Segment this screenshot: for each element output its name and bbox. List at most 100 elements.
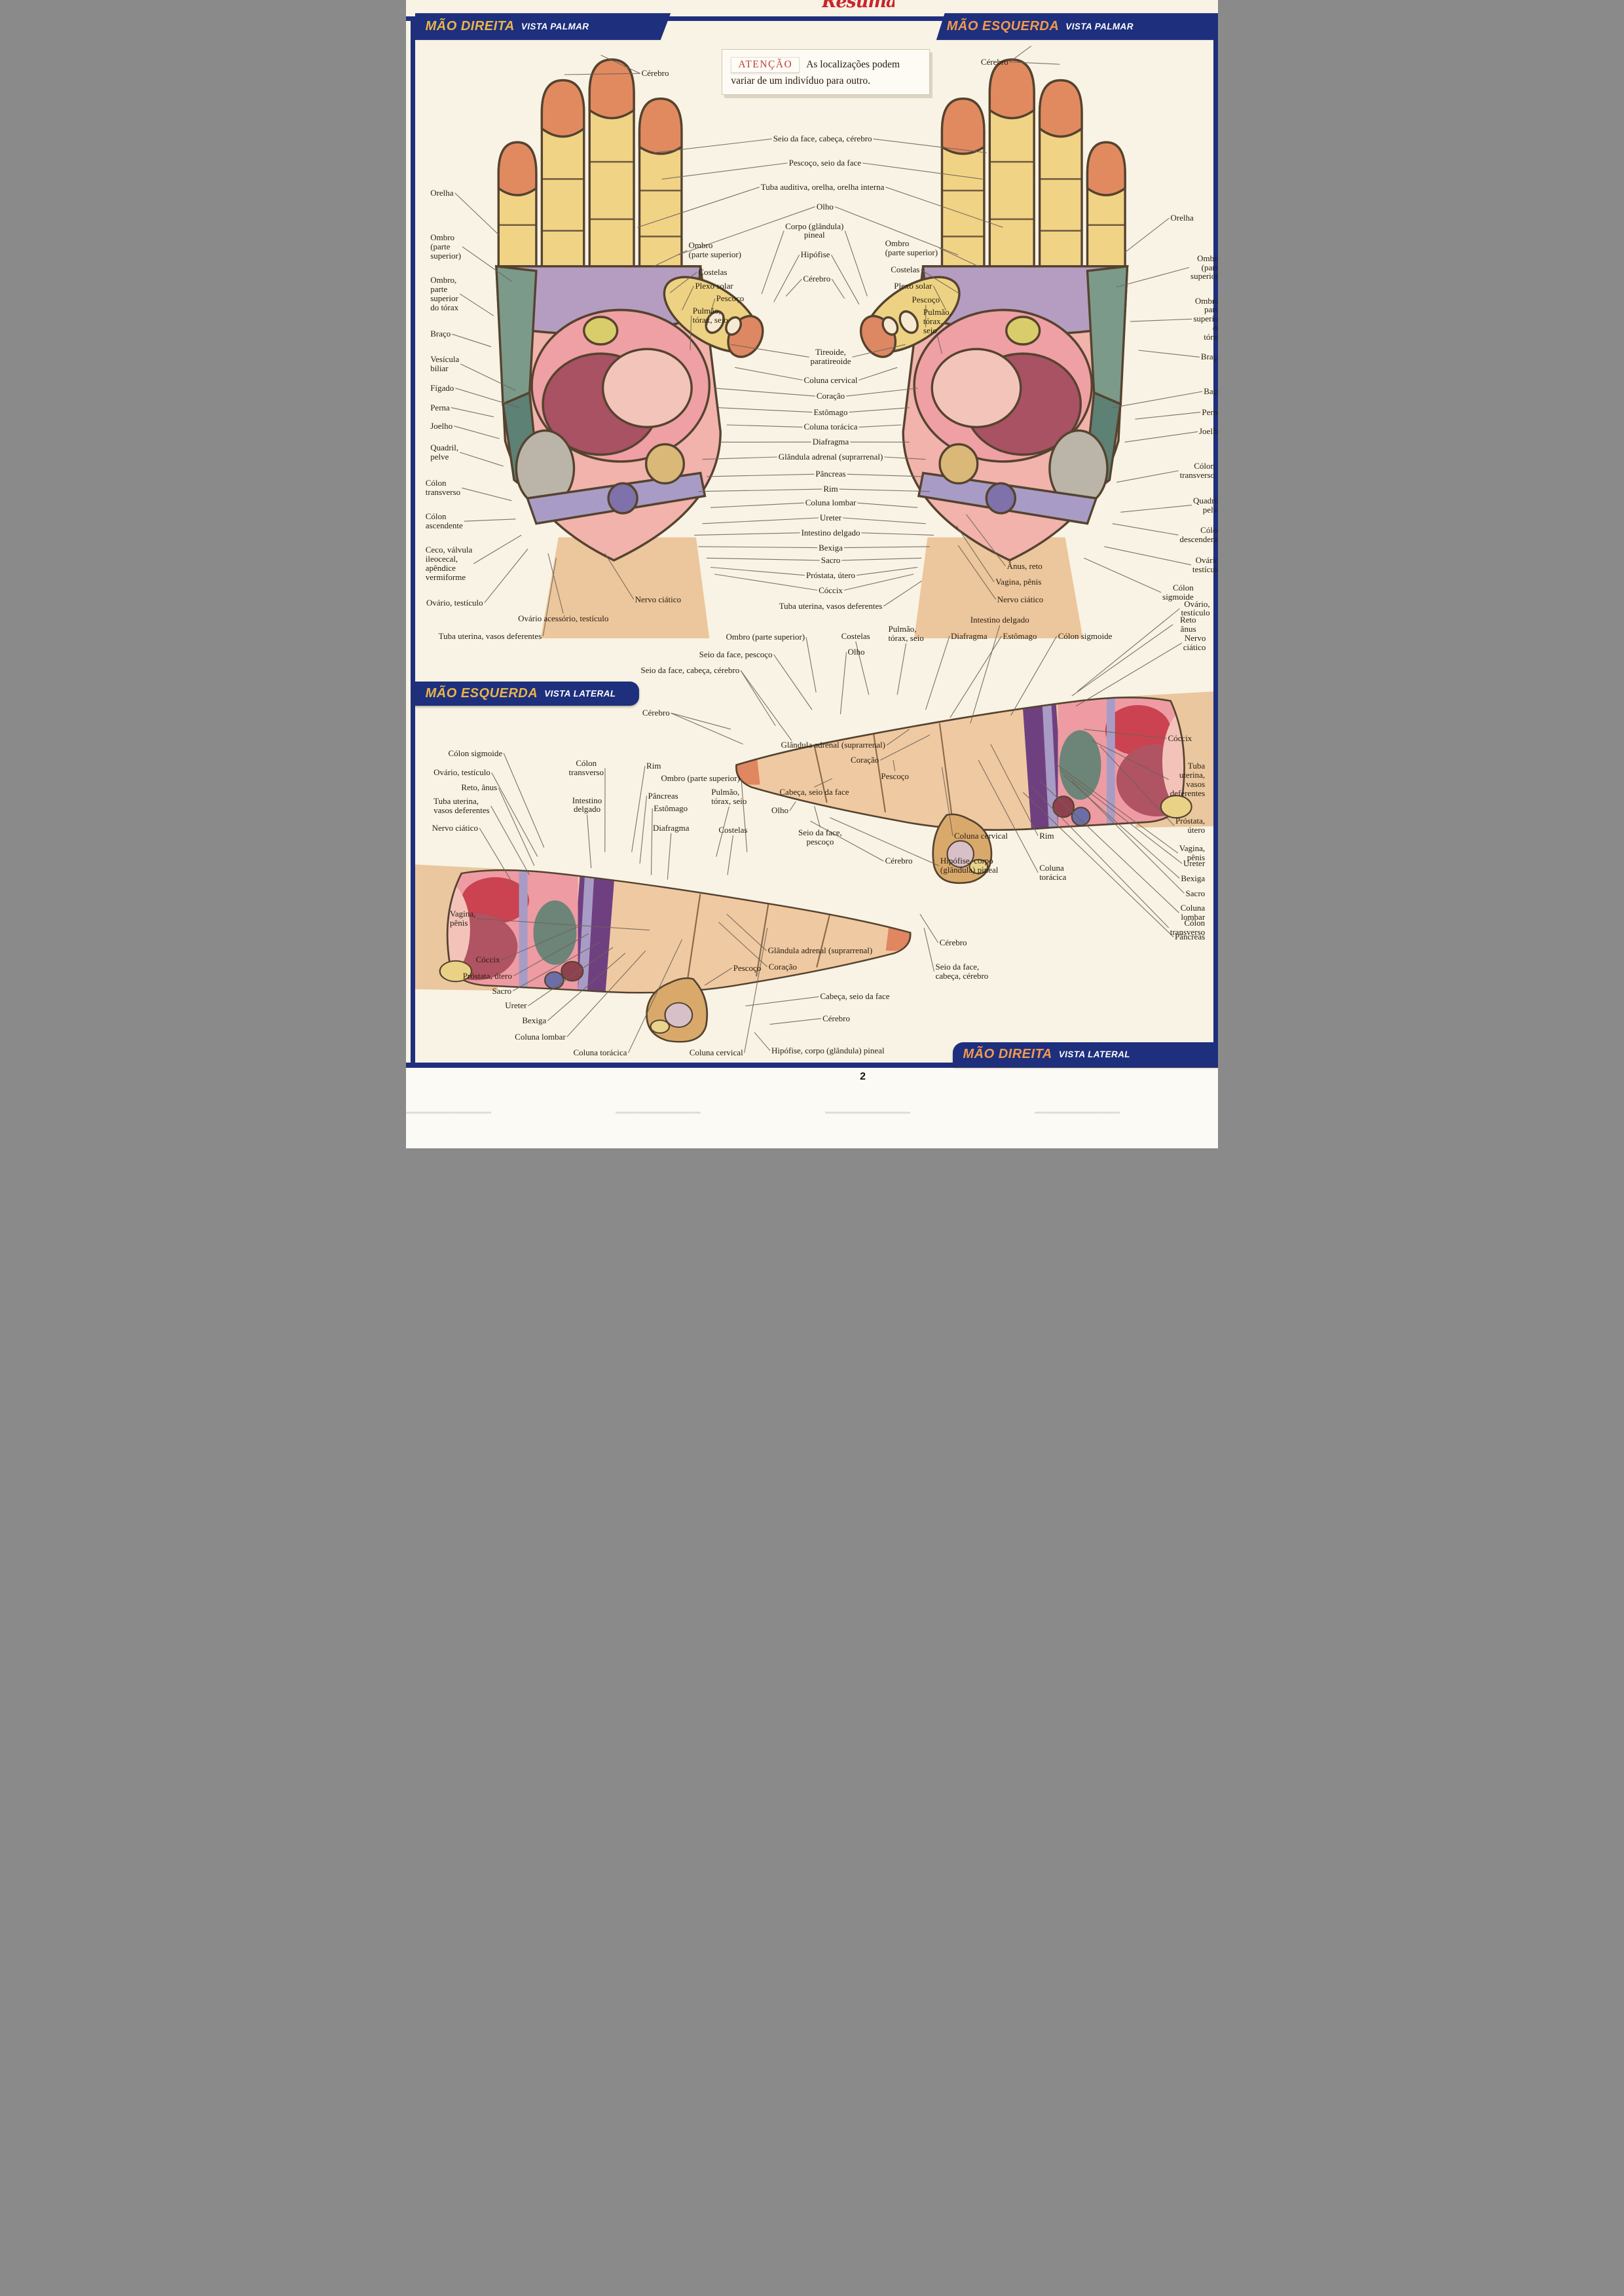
lateral-right-top-label: Rim — [646, 760, 661, 771]
right-palm-inner-column-label: Pulmão, tórax, seio — [692, 306, 728, 325]
lateral-right-top-label: Nervo ciático — [432, 822, 479, 833]
left-palm-right-column-label: Quadril, pelve — [1192, 495, 1218, 515]
lateral-right-top-label: Estômago — [654, 803, 688, 813]
lateral-left-right-column-label: Próstata, útero — [1175, 816, 1206, 835]
lateral-left-middle-label: Coração — [850, 755, 879, 765]
reflexology-chart-page: Resumão MÃO DIREITA VISTA PALMAR MÃO ESQ… — [406, 0, 1218, 1148]
header-subtitle: VISTA LATERAL — [1058, 1049, 1130, 1060]
lateral-right-top-label: Tuba uterina, vasos deferentes — [434, 796, 490, 816]
palm-center-list-label: Tireoide, paratireoide — [810, 347, 851, 367]
palm-top-center-label: Cérebro — [803, 274, 831, 284]
right-palm-inner-column-label: Plexo solar — [695, 280, 733, 291]
palm-center-list-label: Diafragma — [812, 437, 849, 447]
left-palm-inner-column-label: Plexo solar — [894, 280, 932, 291]
attention-title: ATENÇÃO — [731, 56, 800, 73]
lateral-left-middle-label: Coluna torácica — [1039, 863, 1067, 882]
right-palm-left-column-label: Orelha — [430, 187, 454, 198]
palm-top-center-label: Cérebro — [641, 68, 669, 79]
lateral-left-top-label: Cólon sigmoide — [1058, 630, 1113, 641]
right-palm-left-column-label: Joelho — [430, 420, 453, 431]
attention-text-line1: As localizações podem — [806, 58, 900, 70]
lateral-right-bottom-label: Coluna lombar — [515, 1031, 566, 1042]
lateral-left-right-column-label: Pâncreas — [1174, 932, 1206, 942]
lateral-right-top-label: Reto, ânus — [461, 782, 498, 793]
palm-center-list-label: Próstata, útero — [805, 570, 856, 580]
header-title: MÃO DIREITA — [425, 19, 515, 34]
header-subtitle: VISTA PALMAR — [521, 22, 589, 32]
lateral-left-middle-label: Rim — [1039, 830, 1054, 841]
lateral-right-top-label: Costelas — [718, 825, 748, 835]
lateral-right-top-label: Pâncreas — [648, 790, 678, 801]
palm-top-center-label: Olho — [816, 201, 834, 211]
palm-center-list-label: Coluna lombar — [805, 498, 857, 508]
left-palm-right-column-label: Cólon descendente — [1179, 525, 1218, 545]
lateral-right-top-label: Diafragma — [652, 822, 690, 833]
left-palm-inner-column-label: Pescoço — [912, 294, 940, 304]
palm-top-center-label: Corpo (glândula) pineal — [785, 221, 844, 240]
header-title: MÃO ESQUERDA — [425, 685, 538, 701]
right-palm-left-column-label: Braço — [430, 329, 451, 339]
palm-top-center-label: Cérebro — [980, 56, 1008, 67]
right-palm-left-column-label: Ceco, válvula ileocecal, apêndice vermif… — [425, 545, 473, 582]
lateral-left-right-column-label: Bexiga — [1181, 873, 1206, 883]
lateral-left-middle-label: Seio da face, pescoço — [798, 827, 842, 847]
palm-top-center-label: Tuba auditiva, orelha, orelha interna — [760, 181, 885, 192]
palm-top-center-label: Hipófise — [800, 249, 830, 260]
left-palm-right-column-label: Joelho — [1199, 426, 1218, 437]
left-palm-inner-column-label: Pulmão, tórax, seio — [923, 307, 951, 335]
header-right-hand-palmar: MÃO DIREITA VISTA PALMAR — [415, 13, 671, 41]
header-title: MÃO DIREITA — [963, 1047, 1052, 1062]
left-palm-right-column-label: Ombro (parte superior) — [1190, 253, 1218, 282]
header-subtitle: VISTA LATERAL — [544, 688, 616, 699]
palm-top-center-label: Seio da face, cabeça, cérebro — [773, 134, 872, 144]
left-palm-right-column-label: Orelha — [1170, 213, 1194, 223]
left-palm-inner-column-label: Ombro (parte superior) — [885, 238, 938, 257]
palm-center-list-label: Ureter — [819, 513, 842, 523]
left-palm-right-column-label: Ovário, testículo — [1192, 555, 1218, 574]
lateral-left-middle-label: Cérebro — [885, 856, 913, 866]
palm-center-list-label: Bexiga — [819, 542, 843, 553]
lateral-left-top-label: Intestino delgado — [970, 615, 1029, 625]
lateral-left-middle-label: Glândula adrenal (suprarrenal) — [781, 740, 885, 750]
left-palm-inner-column-label: Costelas — [891, 264, 920, 275]
palm-bottom-label: Nervo ciático — [997, 594, 1044, 604]
right-palm-left-column-label: Ovário acessório, testículo — [518, 613, 609, 624]
palm-center-list-label: Coluna cervical — [803, 374, 858, 385]
header-left-hand-lateral: MÃO ESQUERDA VISTA LATERAL — [415, 681, 639, 706]
lateral-right-bottom-label: Glândula adrenal (suprarrenal) — [767, 945, 873, 956]
right-palm-inner-column-label: Costelas — [698, 266, 728, 277]
lateral-left-right-column-label: Cóccix — [1168, 733, 1192, 743]
lateral-left-right-column-label: Ureter — [1183, 858, 1206, 868]
right-palm-left-column-label: Quadril, pelve — [430, 443, 459, 462]
right-palm-inner-column-label: Pescoço — [716, 293, 745, 304]
palm-center-list-label: Coluna torácica — [803, 422, 858, 432]
scan-artifact — [406, 1111, 1218, 1114]
left-palm-right-column-label: Cólon transverso — [1179, 461, 1215, 480]
lateral-right-bottom-label: Sacro — [492, 985, 512, 996]
header-right-hand-lateral: MÃO DIREITA VISTA LATERAL — [952, 1042, 1218, 1067]
lateral-right-bottom-label: Hipófise, corpo (glândula) pineal — [771, 1045, 885, 1055]
lateral-right-top-label: Ovário, testículo — [434, 767, 490, 778]
lateral-left-top-label: Diafragma — [951, 630, 987, 641]
palm-center-list-label: Rim — [823, 484, 838, 494]
right-palm-left-column-label: Ovário, testículo — [426, 597, 483, 608]
lateral-left-top-label: Estômago — [1003, 630, 1037, 641]
attention-text-line2: variar de um indivíduo para outro. — [731, 75, 870, 86]
palm-center-list-label: Coração — [816, 391, 845, 401]
left-palm-right-column-label: Nervo ciático — [1183, 633, 1206, 653]
lateral-right-bottom-label: Coração — [768, 961, 798, 972]
lateral-left-right-column-label: Cólon transverso — [1170, 918, 1206, 938]
lateral-left-top-label: Cérebro — [642, 708, 670, 718]
palm-center-list-label: Intestino delgado — [801, 527, 860, 538]
page-frame-right — [1213, 16, 1218, 1066]
right-palm-left-column-label: Tuba uterina, vasos deferentes — [438, 630, 542, 641]
lateral-right-bottom-label: Cóccix — [475, 955, 500, 965]
lateral-left-top-label: Costelas — [841, 630, 870, 641]
right-palm-left-column-label: Fígado — [430, 382, 454, 393]
left-palm-right-column-label: Ovário, testículo — [1181, 598, 1210, 618]
left-palm-right-column-label: Braço — [1200, 352, 1218, 362]
lateral-left-top-label: Ombro (parte superior) — [726, 632, 805, 642]
lateral-right-top-label: Intestino delgado — [572, 795, 602, 814]
lateral-left-right-column-label: Tuba uterina, vasos deferentes — [1170, 760, 1206, 798]
palm-center-list-label: Glândula adrenal (suprarrenal) — [778, 452, 883, 462]
